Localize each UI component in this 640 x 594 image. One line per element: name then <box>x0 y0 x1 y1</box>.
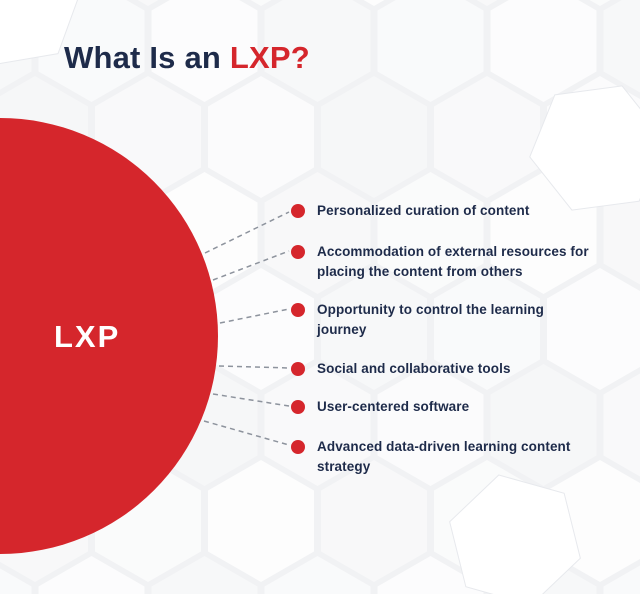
bullet-item: Opportunity to control the learning jour… <box>291 300 611 340</box>
bullet-text: Opportunity to control the learning jour… <box>317 302 544 337</box>
bullet-text: User-centered software <box>317 399 470 414</box>
bullet-text: Accommodation of external resources for … <box>317 244 589 279</box>
bullet-text: Personalized curation of content <box>317 203 530 218</box>
bullet-dot-icon <box>291 362 305 376</box>
bullet-dot-icon <box>291 400 305 414</box>
bullet-item: User-centered software <box>291 397 611 417</box>
bullet-item: Advanced data-driven learning content st… <box>291 437 611 477</box>
bullet-dot-icon <box>291 245 305 259</box>
bullet-item: Social and collaborative tools <box>291 359 611 379</box>
bullet-item: Accommodation of external resources for … <box>291 242 611 282</box>
page-title: What Is an LXP? <box>64 40 310 76</box>
lxp-circle-label: LXP <box>54 319 121 354</box>
bullet-text: Social and collaborative tools <box>317 361 511 376</box>
bullet-dot-icon <box>291 303 305 317</box>
title-accent: LXP? <box>229 40 310 75</box>
title-prefix: What Is an <box>64 40 230 75</box>
bullet-dot-icon <box>291 204 305 218</box>
bullet-item: Personalized curation of content <box>291 201 611 221</box>
bullet-dot-icon <box>291 440 305 454</box>
bullet-text: Advanced data-driven learning content st… <box>317 439 571 474</box>
